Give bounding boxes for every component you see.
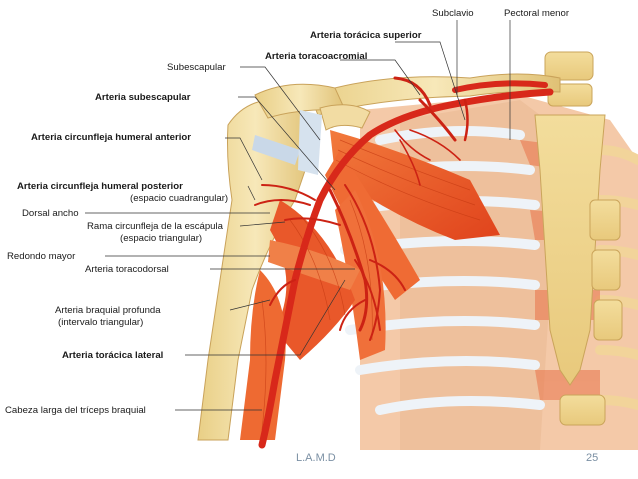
rib-8 — [375, 396, 545, 415]
fiber-3 — [335, 159, 481, 221]
tendon-upper — [252, 135, 300, 165]
posterior-circumflex-artery — [254, 199, 311, 206]
axillary-artery — [258, 88, 554, 449]
arteries — [254, 76, 554, 449]
leader-circ-posterior — [247, 185, 256, 201]
subclavian-artery — [452, 80, 548, 93]
footer-page-number: 25 — [586, 452, 599, 464]
label-circ-anterior: Arteria circunfleja humeral anterior — [31, 132, 191, 143]
label-braquial-profunda: Arteria braquial profunda — [55, 305, 161, 316]
label-rama-circunfleja: Rama circunfleja de la escápula — [87, 221, 223, 232]
label-circ-posterior: Arteria circunfleja humeral posterior — [17, 181, 183, 192]
leader-lines — [85, 20, 511, 411]
thoracodorsal-artery — [354, 259, 381, 331]
label-redondo-mayor: Redondo mayor — [7, 251, 76, 262]
rib-7 — [355, 356, 540, 375]
vertebra-1 — [544, 51, 594, 81]
label-intervalo-triangular: (intervalo triangular) — [58, 317, 144, 328]
fiber-5 — [299, 214, 346, 316]
leader-circ-anterior — [225, 137, 263, 181]
leader-toracica-lateral — [185, 279, 346, 356]
label-toracoacromial: Arteria toracoacromial — [265, 51, 368, 62]
leader-toracica-superior — [395, 41, 466, 121]
vertebra-3 — [589, 199, 621, 241]
leader-subescapular — [240, 66, 321, 141]
deep-brachial-artery — [269, 279, 296, 306]
rib-right-6 — [595, 395, 638, 410]
intercostal-4 — [535, 370, 600, 400]
vertebra-5 — [593, 299, 623, 341]
pectoral-branches — [394, 129, 461, 186]
fiber-1 — [339, 139, 471, 191]
label-subescapular: Subescapular — [167, 62, 226, 73]
subscapularis-muscle — [325, 150, 420, 300]
superior-thoracic-artery — [463, 98, 469, 142]
thoracoacromial-artery — [393, 76, 457, 142]
circumflex-scapular-artery — [284, 217, 341, 226]
lateral-thoracic-artery — [339, 184, 406, 341]
muscle-fibers — [261, 139, 481, 431]
label-subclavio: Subclavio — [432, 8, 474, 19]
rib-right-1 — [595, 145, 638, 165]
anterior-circumflex-artery — [261, 184, 316, 201]
coracoid — [319, 104, 371, 131]
leader-rama-circunfleja — [239, 221, 286, 227]
latissimus-muscle — [270, 200, 355, 360]
leader-braquial-profunda — [229, 299, 271, 311]
fiber-6 — [349, 199, 373, 341]
teres-major — [268, 240, 360, 290]
leader-toracoacromial — [340, 59, 421, 96]
label-toracodorsal: Arteria toracodorsal — [85, 264, 169, 275]
fiber-7 — [261, 299, 267, 431]
footer-author: L.A.M.D — [296, 452, 336, 464]
shoulder-anatomy-illustration — [85, 20, 638, 450]
tendon-mid — [298, 110, 322, 175]
rib-right-5 — [595, 345, 638, 360]
label-espacio-triangular: (espacio triangular) — [120, 233, 203, 244]
sternum-spine — [534, 51, 623, 426]
label-arteria-subescapular: Arteria subescapular — [95, 92, 191, 103]
vertebra-4 — [591, 249, 621, 291]
leader-arteria-subescapular — [238, 96, 336, 191]
label-toracica-lateral: Arteria torácica lateral — [62, 350, 164, 361]
label-espacio-cuadrangular: (espacio cuadrangular) — [130, 193, 229, 204]
label-triceps: Cabeza larga del tríceps braquial — [5, 405, 146, 416]
label-pectoral-menor: Pectoral menor — [504, 8, 570, 19]
label-toracica-superior: Arteria torácica superior — [310, 30, 422, 41]
subscapular-artery — [328, 188, 369, 332]
sternum — [534, 114, 606, 386]
fiber-4 — [289, 219, 331, 321]
vertebra-6 — [559, 394, 606, 426]
label-dorsal-ancho: Dorsal ancho — [22, 208, 79, 219]
